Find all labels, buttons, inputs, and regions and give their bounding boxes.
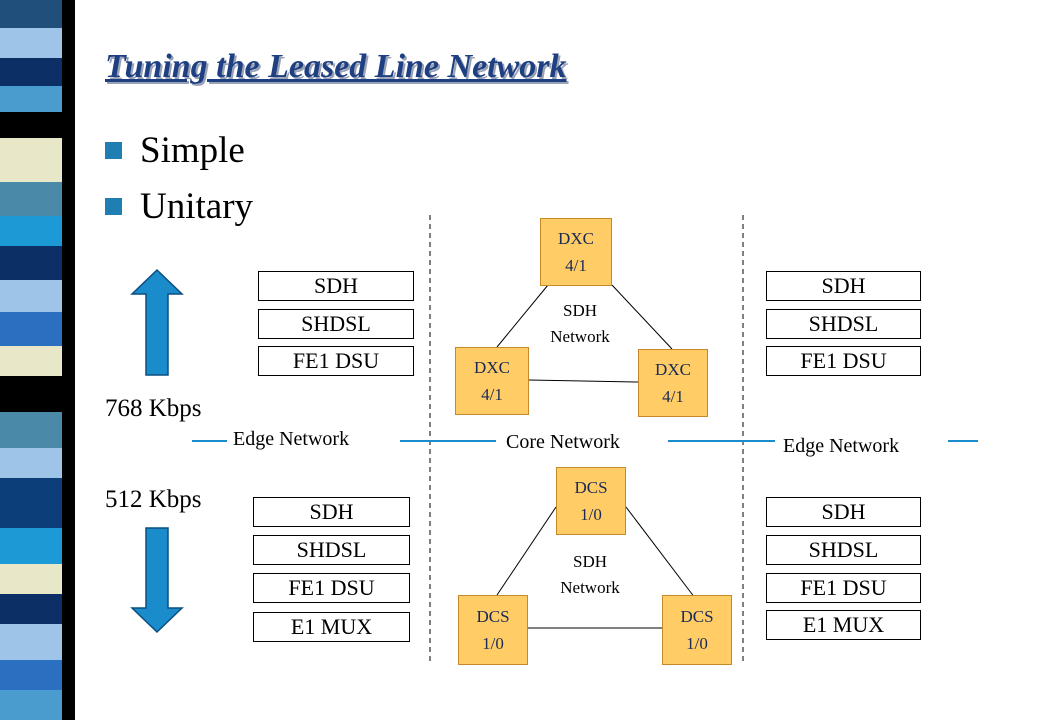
- upper-link-top-right: [611, 284, 673, 350]
- node-name: DXC: [558, 229, 594, 248]
- segment-label-edge-left: Edge Network: [233, 428, 350, 450]
- arrow-down-icon: [130, 527, 184, 634]
- bullet-text: Simple: [140, 129, 245, 171]
- decorative-stripe: [0, 0, 75, 720]
- node-ratio: 4/1: [481, 385, 503, 404]
- segment-label-edge-right: Edge Network: [783, 435, 900, 457]
- node-name: DXC: [474, 358, 510, 377]
- stack-box-sdh: SDH: [258, 271, 414, 301]
- node-lower-top: DCS 1/0: [556, 467, 626, 535]
- node-upper-right: DXC 4/1: [638, 349, 708, 417]
- stack-box-e1-mux: E1 MUX: [766, 610, 921, 640]
- stack-box-fe1-dsu: FE1 DSU: [258, 346, 414, 376]
- upper-link-top-left: [496, 284, 549, 348]
- node-lower-left: DCS 1/0: [458, 595, 528, 665]
- node-name: DCS: [574, 478, 608, 497]
- network-label-line: SDH: [562, 301, 597, 320]
- node-name: DXC: [655, 360, 691, 379]
- stack-box-sdh: SDH: [766, 497, 921, 527]
- node-ratio: 4/1: [565, 256, 587, 275]
- square-bullet-icon: [105, 197, 122, 215]
- network-label-line: SDH: [572, 552, 607, 571]
- stack-box-shdsl: SHDSL: [253, 535, 410, 565]
- square-bullet-icon: [105, 141, 122, 159]
- stack-box-shdsl: SHDSL: [766, 309, 921, 339]
- lower-link-top-left: [496, 506, 557, 596]
- stack-box-e1-mux: E1 MUX: [253, 612, 410, 642]
- network-label-upper: SDH Network: [520, 298, 640, 350]
- bullet-item-simple: Simple: [105, 129, 245, 171]
- network-label-lower: SDH Network: [530, 549, 650, 601]
- stack-box-shdsl: SHDSL: [766, 535, 921, 565]
- node-lower-right: DCS 1/0: [662, 595, 732, 665]
- network-label-line: Network: [560, 578, 620, 597]
- slide-title: Tuning the Leased Line Network: [105, 48, 567, 85]
- bullet-text: Unitary: [140, 185, 254, 227]
- rate-label-lower: 512 Kbps: [105, 486, 202, 513]
- segment-label-core: Core Network: [506, 431, 620, 453]
- node-ratio: 1/0: [580, 505, 602, 524]
- rate-label-upper: 768 Kbps: [105, 395, 202, 422]
- node-ratio: 1/0: [686, 634, 708, 653]
- stack-box-fe1-dsu: FE1 DSU: [253, 573, 410, 603]
- node-upper-left: DXC 4/1: [455, 347, 529, 415]
- node-name: DCS: [680, 607, 714, 626]
- network-label-line: Network: [550, 327, 610, 346]
- stack-box-fe1-dsu: FE1 DSU: [766, 346, 921, 376]
- arrow-up-icon: [130, 268, 184, 376]
- stack-box-fe1-dsu: FE1 DSU: [766, 573, 921, 603]
- stack-box-sdh: SDH: [253, 497, 410, 527]
- node-ratio: 4/1: [662, 387, 684, 406]
- stack-box-sdh: SDH: [766, 271, 921, 301]
- lower-link-top-right: [625, 506, 696, 599]
- stripe-border: [62, 0, 75, 720]
- node-ratio: 1/0: [482, 634, 504, 653]
- bullet-item-unitary: Unitary: [105, 185, 254, 227]
- node-upper-top: DXC 4/1: [540, 218, 612, 286]
- upper-link-bottom: [528, 379, 639, 383]
- node-name: DCS: [476, 607, 510, 626]
- stack-box-shdsl: SHDSL: [258, 309, 414, 339]
